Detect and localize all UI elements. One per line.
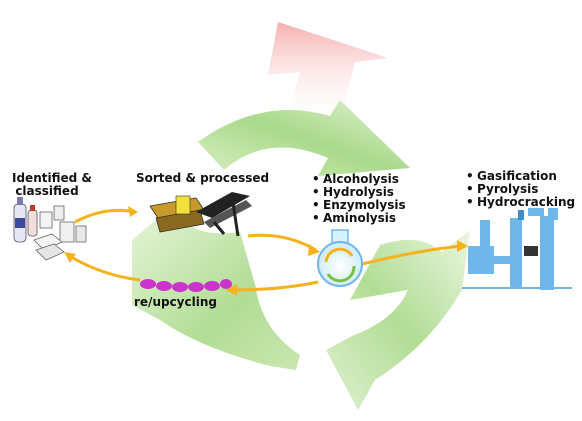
recycle-arrow-right bbox=[326, 230, 470, 410]
flow-arrow-to-flask bbox=[247, 233, 317, 252]
polymer-chain-icon bbox=[140, 279, 232, 292]
flow-arrow-to-thermal bbox=[361, 244, 463, 266]
identified-classified-label: Identified & classified bbox=[12, 171, 92, 198]
recycle-arrow-left bbox=[132, 212, 300, 370]
thermal-plant-icon bbox=[462, 208, 572, 290]
upward-arrow-icon bbox=[268, 22, 388, 128]
thermal-method-item: Hydrocracking bbox=[466, 196, 575, 210]
flow-arrow-to-identified bbox=[67, 253, 141, 282]
flask-icon bbox=[317, 229, 363, 287]
arrow-head-icon bbox=[308, 244, 320, 256]
recycle-arrow-top bbox=[198, 100, 410, 176]
chemical-method-item: Hydrolysis bbox=[312, 186, 406, 200]
flow-arrow-to-sorted bbox=[74, 208, 136, 224]
thermal-recycling-list: GasificationPyrolysisHydrocracking bbox=[466, 170, 575, 210]
thermal-method-item: Pyrolysis bbox=[466, 183, 575, 197]
chemical-method-item: Enzymolysis bbox=[312, 199, 406, 213]
chemical-recycling-list: AlcoholysisHydrolysisEnzymolysisAminolys… bbox=[312, 173, 406, 226]
plastic-waste-icon bbox=[13, 197, 87, 261]
identified-label-line2: classified bbox=[15, 184, 79, 198]
chemical-method-item: Aminolysis bbox=[312, 212, 406, 226]
identified-label-line1: Identified & bbox=[12, 171, 92, 185]
upcycling-label: re/upcycling bbox=[134, 295, 217, 309]
arrow-head-icon bbox=[226, 284, 237, 296]
chemical-method-item: Alcoholysis bbox=[312, 173, 406, 187]
sorting-machine-icon bbox=[149, 192, 252, 237]
thermal-method-item: Gasification bbox=[466, 170, 575, 184]
arrow-head-icon bbox=[128, 206, 138, 217]
arrow-head-icon bbox=[457, 240, 468, 252]
sorted-processed-label: Sorted & processed bbox=[136, 171, 270, 185]
arrow-head-icon bbox=[64, 252, 76, 263]
flow-arrow-to-upcycling bbox=[231, 280, 319, 292]
